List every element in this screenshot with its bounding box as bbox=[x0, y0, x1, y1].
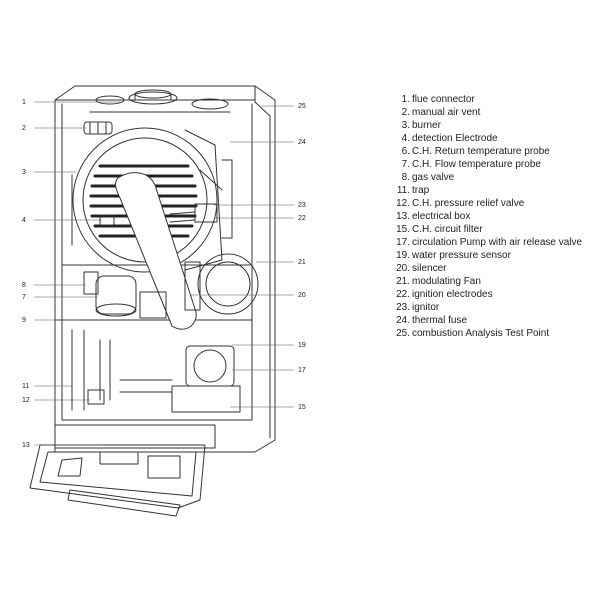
callout-label: 19 bbox=[298, 342, 306, 349]
legend-item: 17.circulation Pump with air release val… bbox=[396, 236, 582, 249]
callout-label: 22 bbox=[298, 215, 306, 222]
legend-text: burner bbox=[412, 120, 441, 131]
legend-number: 15. bbox=[396, 224, 410, 235]
legend-number: 17. bbox=[396, 237, 410, 248]
legend-text: gas valve bbox=[412, 172, 455, 183]
legend-item: 25.combustion Analysis Test Point bbox=[396, 327, 582, 340]
legend-item: 13.electrical box bbox=[396, 210, 582, 223]
electrical-box bbox=[29, 424, 216, 517]
legend-text: ignitor bbox=[412, 302, 440, 313]
callout-label: 2 bbox=[22, 125, 26, 132]
legend-number: 3. bbox=[401, 120, 410, 131]
legend-text: C.H. Return temperature probe bbox=[412, 146, 550, 157]
component-legend: 1.flue connector 2.manual air vent 3.bur… bbox=[396, 93, 582, 340]
pressure-relief-valve bbox=[87, 389, 105, 405]
legend-number: 20. bbox=[396, 263, 410, 274]
leader-lines bbox=[34, 101, 294, 446]
callout-label: 1 bbox=[22, 99, 26, 106]
legend-number: 4. bbox=[401, 133, 410, 144]
legend-item: 8.gas valve bbox=[396, 171, 582, 184]
legend-item: 11.trap bbox=[396, 184, 582, 197]
callout-label: 20 bbox=[298, 292, 306, 299]
legend-number: 6. bbox=[401, 146, 410, 157]
legend-text: silencer bbox=[412, 263, 447, 274]
legend-number: 12. bbox=[396, 198, 410, 209]
legend-item: 3.burner bbox=[396, 119, 582, 132]
callout-labels: 1 25 2 24 3 23 4 22 21 8 7 20 9 19 17 11… bbox=[22, 99, 306, 449]
legend-text: circulation Pump with air release valve bbox=[412, 237, 583, 248]
legend-text: C.H. circuit filter bbox=[412, 224, 483, 235]
legend-number: 24. bbox=[396, 315, 410, 326]
legend-text: ignition electrodes bbox=[412, 289, 493, 300]
legend-item: 4.detection Electrode bbox=[396, 132, 582, 145]
callout-label: 4 bbox=[22, 217, 26, 224]
callout-label: 24 bbox=[298, 139, 306, 146]
manual-air-vent bbox=[83, 121, 113, 135]
legend-number: 8. bbox=[401, 172, 410, 183]
legend-text: water pressure sensor bbox=[412, 250, 511, 261]
legend-number: 25. bbox=[396, 328, 410, 339]
legend-number: 21. bbox=[396, 276, 410, 287]
callout-label: 3 bbox=[22, 169, 26, 176]
callout-label: 11 bbox=[22, 383, 29, 390]
legend-item: 19.water pressure sensor bbox=[396, 249, 582, 262]
legend-number: 1. bbox=[401, 94, 410, 105]
legend-text: detection Electrode bbox=[412, 133, 498, 144]
legend-number: 13. bbox=[396, 211, 410, 222]
legend-text: C.H. Flow temperature probe bbox=[412, 159, 541, 170]
legend-item: 12.C.H. pressure relief valve bbox=[396, 197, 582, 210]
thermal-fuse bbox=[199, 159, 233, 239]
legend-text: C.H. pressure relief valve bbox=[412, 198, 525, 209]
callout-label: 13 bbox=[22, 442, 30, 449]
legend-number: 2. bbox=[401, 107, 410, 118]
callout-label: 23 bbox=[298, 202, 306, 209]
flue-connector bbox=[89, 89, 231, 113]
callout-label: 25 bbox=[298, 103, 306, 110]
legend-item: 7.C.H. Flow temperature probe bbox=[396, 158, 582, 171]
legend-item: 20.silencer bbox=[396, 262, 582, 275]
callout-label: 7 bbox=[22, 294, 26, 301]
legend-text: trap bbox=[412, 185, 430, 196]
legend-item: 6.C.H. Return temperature probe bbox=[396, 145, 582, 158]
legend-item: 21.modulating Fan bbox=[396, 275, 582, 288]
legend-number: 23. bbox=[396, 302, 410, 313]
callout-label: 21 bbox=[298, 259, 306, 266]
gas-valve bbox=[83, 271, 167, 319]
legend-text: electrical box bbox=[412, 211, 471, 222]
legend-text: combustion Analysis Test Point bbox=[412, 328, 550, 339]
legend-item: 22.ignition electrodes bbox=[396, 288, 582, 301]
legend-text: manual air vent bbox=[412, 107, 481, 118]
modulating-fan bbox=[184, 253, 259, 315]
callout-label: 9 bbox=[22, 317, 26, 324]
legend-text: thermal fuse bbox=[412, 315, 468, 326]
legend-item: 24.thermal fuse bbox=[396, 314, 582, 327]
callout-label: 15 bbox=[298, 404, 306, 411]
callout-label: 17 bbox=[298, 367, 306, 374]
air-duct bbox=[115, 172, 197, 330]
legend-item: 1.flue connector bbox=[396, 93, 582, 106]
circulation-pump bbox=[119, 345, 241, 413]
callout-label: 12 bbox=[22, 397, 30, 404]
legend-item: 15.C.H. circuit filter bbox=[396, 223, 582, 236]
legend-number: 19. bbox=[396, 250, 410, 261]
legend-number: 11. bbox=[396, 185, 410, 196]
callout-label: 8 bbox=[22, 282, 26, 289]
legend-item: 2.manual air vent bbox=[396, 106, 582, 119]
legend-text: modulating Fan bbox=[412, 276, 481, 287]
legend-text: flue connector bbox=[412, 94, 475, 105]
silencer bbox=[95, 275, 137, 317]
legend-item: 23.ignitor bbox=[396, 301, 582, 314]
legend-number: 7. bbox=[401, 159, 410, 170]
legend-number: 22. bbox=[396, 289, 410, 300]
